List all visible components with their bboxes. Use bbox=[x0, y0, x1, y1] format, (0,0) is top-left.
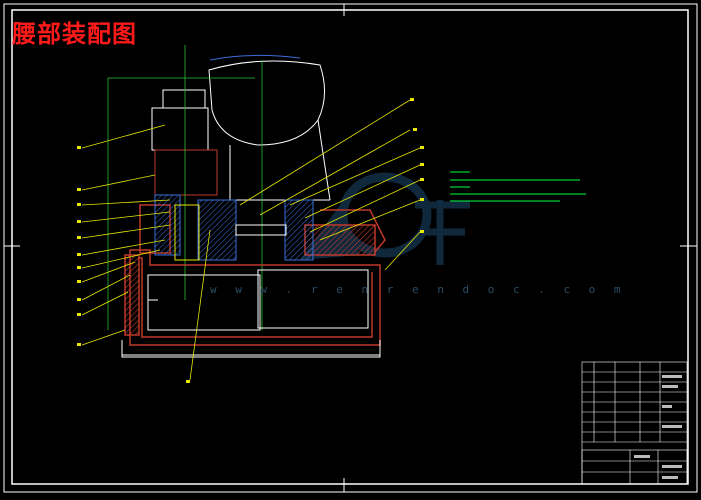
drawing-title: 腰部装配图 bbox=[12, 20, 137, 48]
leader-lines bbox=[81, 99, 421, 381]
outer-border bbox=[3, 3, 698, 493]
title-block-text-marks bbox=[634, 375, 682, 479]
gear-sections bbox=[154, 194, 314, 261]
technical-notes bbox=[450, 171, 586, 202]
motor-outline bbox=[151, 54, 331, 201]
centerlines bbox=[107, 45, 263, 330]
title-block bbox=[581, 361, 688, 485]
inner-border bbox=[11, 9, 689, 485]
part-number-markers bbox=[77, 98, 424, 383]
watermark-url: w w w . r e n r e n d o c . c o m bbox=[210, 283, 627, 296]
